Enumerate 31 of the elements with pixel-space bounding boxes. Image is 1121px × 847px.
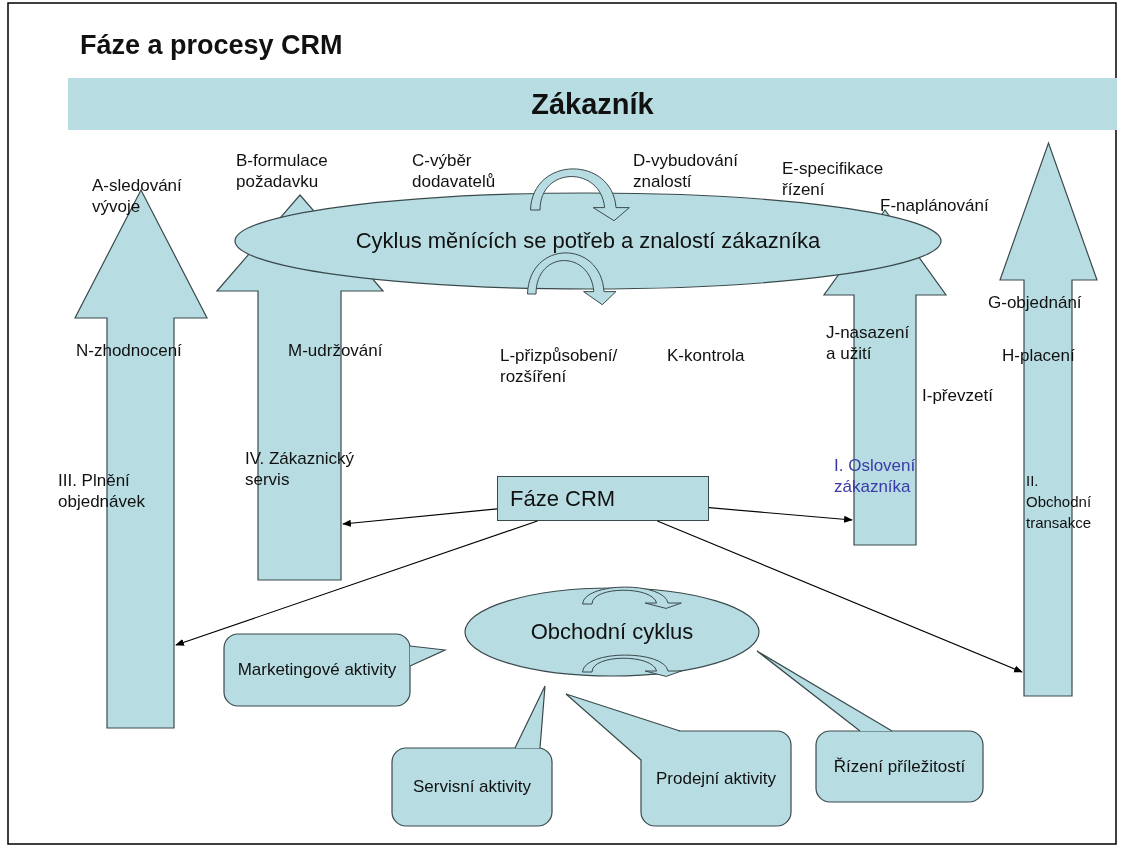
step-label: H-placení [1002,345,1076,366]
node-label: Servisní aktivity [411,776,533,799]
step-label: J-nasazení a užití [826,322,911,364]
cycle-ellipse [464,587,760,677]
step-label: M-udržování [288,340,384,361]
arrow [175,520,538,646]
step-label: C-výběr dodavatelů [412,150,497,192]
heading: Zákazník [531,86,654,122]
node-label: Obchodní cyklus [529,618,695,646]
arrow [342,508,498,527]
step-label: I-převzetí [922,385,994,406]
speech-bubble [565,693,792,827]
step-label: G-objednání [988,292,1083,313]
phase-box [497,476,709,521]
speech-bubble [391,685,553,827]
step-label: K-kontrola [667,345,746,366]
step-label: L-přizpůsobení/ rozšíření [500,345,619,387]
speech-bubble [223,633,446,707]
step-label: B-formulace požadavku [236,150,329,192]
node-label: Prodejní aktivity [655,767,777,790]
step-label: N-zhodnocení [76,340,183,361]
node-label: Marketingové aktivity [236,659,398,682]
arrow [708,507,853,523]
node-label: Fáze CRM [510,484,616,513]
step-label: D-vybudování znalostí [633,150,739,192]
arrow [656,520,1023,673]
phase-label: II. Obchodní transakce [1026,471,1093,533]
node-label: Cyklus měnících se potřeb a znalostí zákazníka [354,227,822,255]
node-label: Řízení příležitostí [832,755,967,778]
title: Fáze a procesy CRM [80,30,343,61]
customer-band [68,78,1117,130]
